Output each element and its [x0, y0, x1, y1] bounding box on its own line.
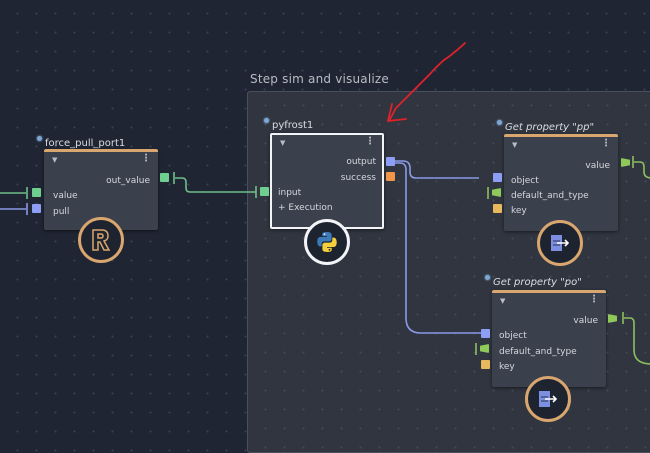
port-label-object: object — [511, 176, 539, 186]
python-icon — [317, 232, 337, 252]
port-label-default-and-type: default_and_type — [499, 347, 577, 357]
port-in-default-and-type-po[interactable] — [480, 344, 489, 353]
node-title-force-pull-port1[interactable]: force_pull_port1 — [37, 136, 125, 149]
node-title-text: Get property "pp" — [505, 122, 595, 133]
port-in-object-po[interactable] — [481, 329, 490, 338]
node-icon-badge — [78, 217, 124, 263]
node-icon-badge — [525, 376, 571, 422]
get-property-icon — [539, 391, 558, 407]
node-menu-icon[interactable]: ⋮ — [365, 136, 375, 147]
node-menu-icon[interactable]: ⋮ — [589, 294, 599, 305]
port-out-value-po[interactable] — [608, 314, 617, 323]
collapse-toggle-icon[interactable]: ▼ — [52, 156, 58, 164]
node-icon-badge — [304, 219, 350, 265]
port-label-key: key — [499, 362, 515, 372]
node-pyfrost1[interactable]: ▼ ⋮ output success input + Execution — [270, 133, 384, 229]
node-title-text: Get property "po" — [493, 277, 582, 288]
port-label-pull: pull — [53, 207, 70, 217]
collapse-toggle-icon[interactable]: ▼ — [512, 141, 518, 149]
port-label-default-and-type: default_and_type — [511, 191, 589, 201]
port-in-key-pp[interactable] — [493, 204, 502, 213]
node-title-pyfrost1[interactable]: pyfrost1 — [264, 118, 313, 131]
port-label-input: input — [278, 188, 302, 198]
node-status-dot — [37, 136, 42, 141]
expand-icon: + — [278, 203, 286, 213]
node-status-dot — [497, 120, 502, 125]
node-force-pull-port1[interactable]: ▼ ⋮ out_value value pull — [44, 149, 158, 230]
node-get-property-po[interactable]: ▼ ⋮ value object default_and_type key — [492, 290, 606, 387]
node-status-dot — [264, 118, 269, 123]
get-property-icon — [551, 235, 570, 251]
port-label-value: value — [53, 191, 78, 201]
port-out-value-pp[interactable] — [621, 158, 630, 167]
node-get-property-pp[interactable]: ▼ ⋮ value object default_and_type key — [504, 134, 618, 231]
port-in-pull[interactable] — [32, 204, 41, 213]
node-status-dot — [485, 275, 490, 280]
backdrop-title: Step sim and visualize — [250, 72, 390, 86]
section-execution[interactable]: + Execution — [278, 203, 333, 213]
port-out-success[interactable] — [386, 172, 395, 181]
collapse-toggle-icon[interactable]: ▼ — [500, 297, 506, 305]
port-label-key: key — [511, 206, 527, 216]
port-out-output[interactable] — [386, 157, 395, 166]
port-out-value[interactable] — [160, 173, 169, 182]
node-menu-icon[interactable]: ⋮ — [141, 153, 151, 164]
port-label-out-value: out_value — [106, 176, 150, 186]
port-in-input[interactable] — [260, 187, 269, 196]
edge-outvalue-to-input — [175, 177, 256, 193]
port-label-object: object — [499, 331, 527, 341]
port-in-key-po[interactable] — [481, 360, 490, 369]
node-title-get-property-pp[interactable]: Get property "pp" — [497, 120, 594, 133]
port-in-default-and-type-pp[interactable] — [492, 188, 501, 197]
port-label-output: output — [346, 157, 376, 167]
node-title-get-property-po[interactable]: Get property "po" — [485, 275, 582, 288]
node-menu-icon[interactable]: ⋮ — [601, 138, 611, 149]
port-label-value: value — [573, 316, 598, 326]
node-title-text: pyfrost1 — [272, 120, 314, 131]
r-logo-icon — [92, 229, 111, 251]
port-in-value[interactable] — [32, 188, 41, 197]
port-label-value: value — [585, 161, 610, 171]
section-label: Execution — [288, 203, 333, 213]
node-title-text: force_pull_port1 — [45, 138, 126, 149]
collapse-toggle-icon[interactable]: ▼ — [280, 139, 286, 147]
port-label-success: success — [340, 173, 376, 183]
node-icon-badge — [537, 220, 583, 266]
port-in-object-pp[interactable] — [493, 173, 502, 182]
